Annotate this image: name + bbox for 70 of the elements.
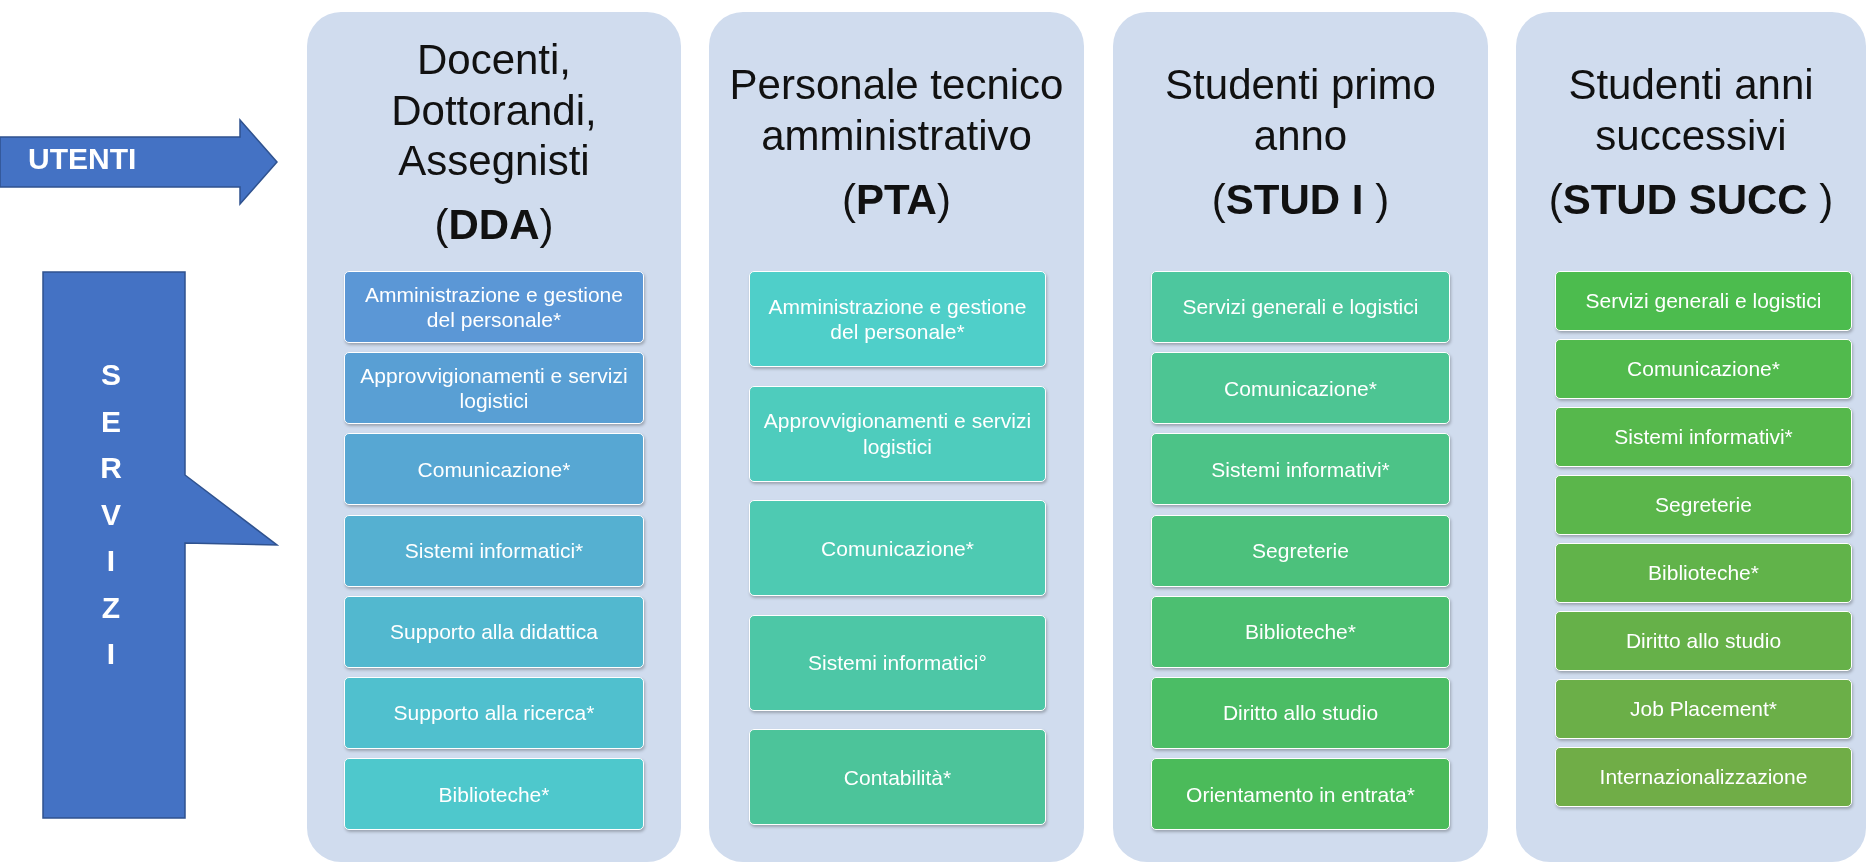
block-arrow [0,120,277,204]
service-label: Internazionalizzazione [1598,764,1809,790]
service-label: Job Placement* [1628,696,1779,722]
arrow-label: SERVIZI [99,357,123,672]
service-box [1555,339,1852,399]
column-heading: Personale tecnico amministrativo [728,60,1065,161]
service-box [1151,595,1450,668]
service-label: Sistemi informativi* [1613,424,1794,450]
service-box [344,677,644,749]
service-label: Sistemi informativi* [1210,456,1391,482]
service-label: Amministrazione e gestione del personale* [767,293,1028,345]
service-box [749,729,1046,826]
service-box [749,271,1046,367]
service-box [1555,543,1852,603]
service-box [344,595,644,668]
service-label: Sistemi informatici* [403,538,585,564]
service-box [1555,679,1852,739]
column-abbreviation: (DDA) [433,200,555,251]
service-label: Contabilità* [842,764,953,790]
service-box [344,271,644,343]
service-label: Biblioteche* [1244,619,1357,645]
service-box [1151,514,1450,587]
service-box [1151,352,1450,425]
service-label: Diritto allo studio [1624,628,1783,654]
service-label: Approvvigionamenti e servizi logistici [359,363,629,414]
service-box [1555,611,1852,671]
column-abbreviation: (STUD I ) [1210,175,1391,226]
service-box [1151,433,1450,506]
service-box [344,514,644,587]
service-box [1151,677,1450,749]
arrow-label: UTENTI [28,142,137,176]
column-heading: Docenti, Dottorandi, Assegnisti [390,35,598,186]
column-panel [1113,12,1488,862]
column-heading: Studenti anni successivi [1567,60,1815,161]
column-panel [1516,12,1866,862]
service-box [344,758,644,831]
service-label: Comunicazione* [820,535,975,561]
column-panel [307,12,681,862]
service-label: Comunicazione* [1626,356,1781,382]
service-label: Biblioteche* [1647,560,1760,586]
service-label: Segreterie [1251,538,1350,564]
service-box [1555,475,1852,535]
service-box [749,500,1046,597]
service-box [1151,758,1450,831]
service-box [1555,747,1852,807]
service-label: Approvvigionamenti e servizi logistici [762,408,1033,459]
service-label: Servizi generali e logistici [1181,294,1420,320]
service-label: Servizi generali e logistici [1584,288,1823,314]
service-label: Comunicazione* [1223,375,1378,401]
service-label: Sistemi informatici° [807,650,988,676]
service-box [344,352,644,425]
service-label: Supporto alla ricerca* [392,700,596,726]
service-label: Comunicazione* [416,456,572,482]
service-box [344,433,644,506]
service-box [749,614,1046,711]
service-box [1151,271,1450,343]
column-abbreviation: (PTA) [841,175,952,226]
service-label: Diritto allo studio [1221,700,1380,726]
service-label: Supporto alla didattica [389,619,599,645]
service-label: Orientamento in entrata* [1185,781,1416,807]
service-label: Biblioteche* [437,781,551,807]
service-box [1555,407,1852,467]
service-label: Segreterie [1654,492,1753,518]
service-label: Amministrazione e gestione del personale* [364,281,624,333]
block-arrow [43,272,277,818]
column-abbreviation: (STUD SUCC ) [1547,175,1835,226]
column-panel [709,12,1084,862]
column-heading: Studenti primo anno [1164,60,1437,161]
service-box [1555,271,1852,331]
service-box [749,385,1046,482]
